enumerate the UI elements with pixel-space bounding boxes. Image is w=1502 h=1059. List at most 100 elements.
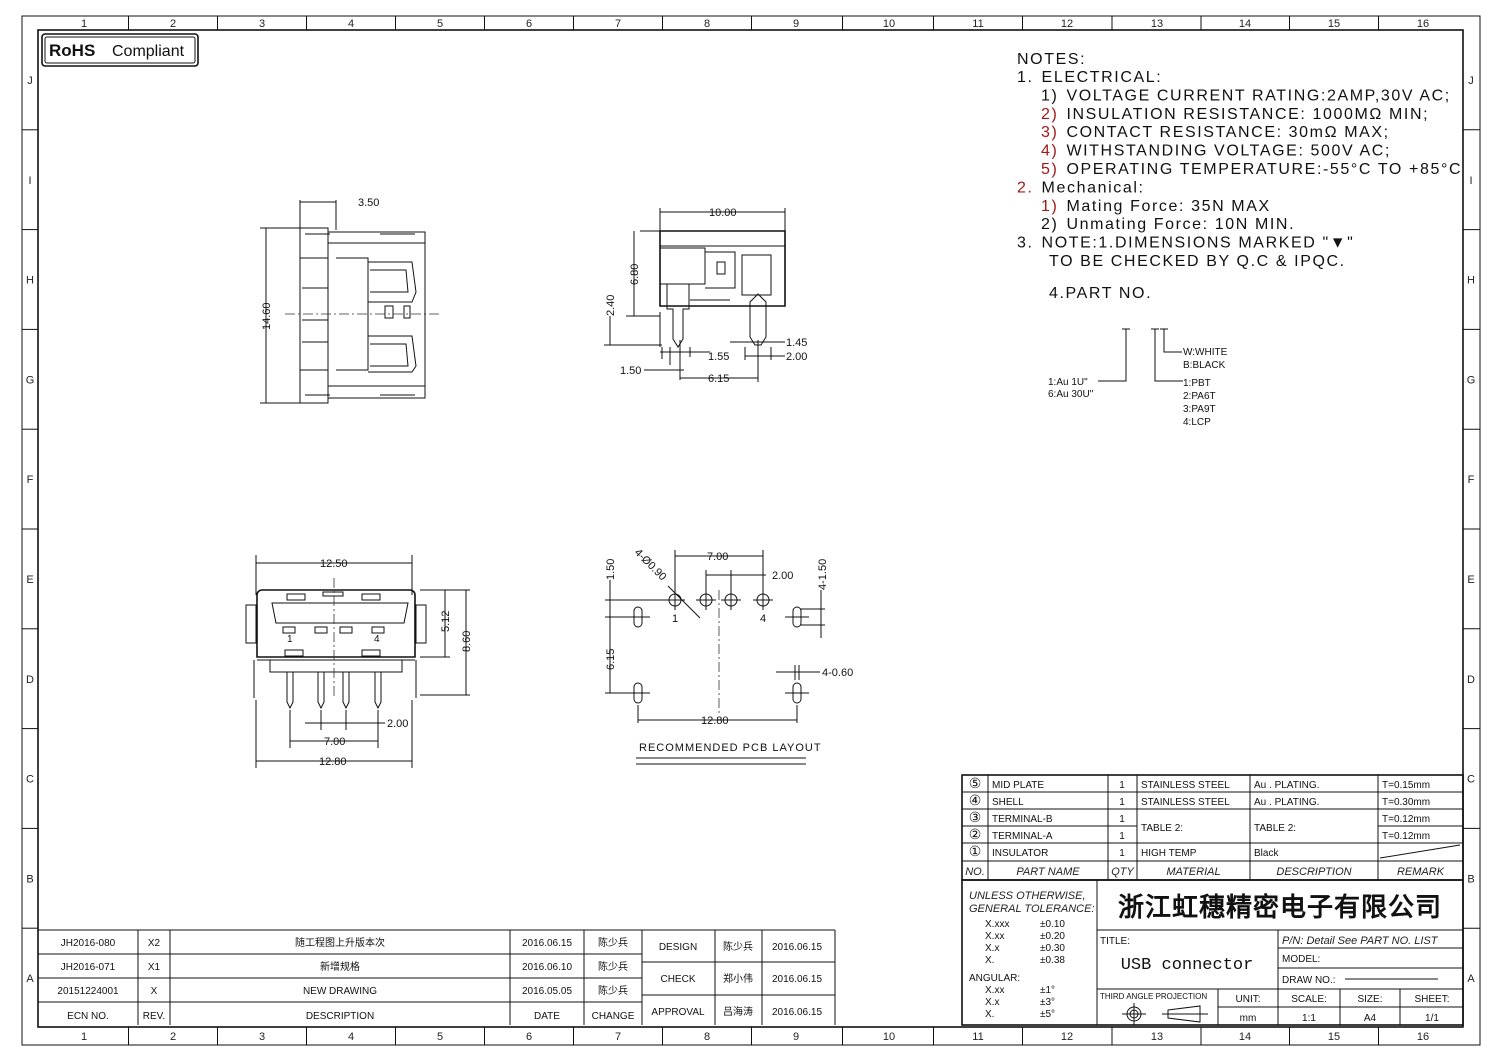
bom-cell: T=0.12mm bbox=[1382, 814, 1430, 825]
zone-row-label: C bbox=[26, 774, 34, 786]
note-text: TO BE CHECKED BY Q.C & IPQC. bbox=[1049, 253, 1346, 270]
dim-label: 1.55 bbox=[708, 351, 729, 363]
bom-header: QTY bbox=[1111, 866, 1134, 878]
zone-row-label: C bbox=[1467, 774, 1475, 786]
revision-cell: 随工程图上升版本次 bbox=[295, 936, 385, 949]
signoff-role: APPROVAL bbox=[651, 1007, 705, 1018]
dim-label: 4-0.60 bbox=[822, 667, 853, 679]
pin-label: 4 bbox=[760, 613, 766, 625]
note-line: 1.ELECTRICAL: bbox=[1017, 69, 1162, 86]
note-line: 4) WITHSTANDING VOLTAGE: 500V AC; bbox=[1041, 143, 1391, 160]
dim-label: 12.80 bbox=[701, 715, 729, 727]
bom-header: REMARK bbox=[1397, 866, 1445, 878]
zone-row-label: J bbox=[1468, 75, 1474, 87]
color-option: B:BLACK bbox=[1183, 360, 1226, 371]
angular-value: ±3° bbox=[1040, 997, 1055, 1008]
notes: NOTES: 1.ELECTRICAL:1)VOLTAGE CURRENT RA… bbox=[1017, 51, 1461, 428]
zone-column-label: 7 bbox=[615, 18, 621, 30]
tolerance-value: ±0.30 bbox=[1040, 943, 1065, 954]
zone-row-label: A bbox=[1467, 973, 1475, 985]
material-option: 4:LCP bbox=[1183, 417, 1211, 428]
revision-cell: 新增规格 bbox=[320, 960, 360, 973]
draw-number-label: DRAW NO.: bbox=[1282, 975, 1336, 986]
tolerance-value: ±0.20 bbox=[1040, 931, 1065, 942]
revision-cell: 20151224001 bbox=[57, 986, 119, 997]
signoff-role: DESIGN bbox=[659, 942, 697, 953]
rohs-badge: RoHS Compliant bbox=[41, 33, 199, 67]
tolerance-heading: UNLESS OTHERWISE, bbox=[969, 890, 1086, 902]
size-label: SIZE: bbox=[1357, 994, 1382, 1005]
material-option: 3:PA9T bbox=[1183, 404, 1216, 415]
signoff-date: 2016.06.15 bbox=[772, 1007, 822, 1018]
zone-column-label: 12 bbox=[1061, 1031, 1073, 1043]
bom-cell: T=0.30mm bbox=[1382, 797, 1430, 808]
bom-cell: T=0.15mm bbox=[1382, 780, 1430, 791]
zone-column-label: 1 bbox=[81, 18, 87, 30]
angular-value: ±5° bbox=[1040, 1009, 1055, 1020]
revision-cell: 2016.05.05 bbox=[522, 986, 572, 997]
zone-column-label: 7 bbox=[615, 1031, 621, 1043]
dim-label: 7.00 bbox=[707, 551, 728, 563]
dim-label: 12.50 bbox=[320, 558, 348, 570]
dim-label: 1.50 bbox=[620, 365, 641, 377]
zone-column-label: 15 bbox=[1328, 1031, 1340, 1043]
note-text: 4.PART NO. bbox=[1049, 285, 1152, 302]
pin-label: 4 bbox=[374, 634, 380, 645]
note-text: Mating Force: 35N MAX bbox=[1066, 198, 1270, 215]
rohs-compliant-label: Compliant bbox=[112, 43, 185, 60]
sheet-label: SHEET: bbox=[1414, 994, 1449, 1005]
dim-label: 8.60 bbox=[461, 631, 473, 652]
bom-cell: TERMINAL-B bbox=[992, 814, 1053, 825]
pcb-layout-view: 7.00 2.00 4-Ø0.90 1.50 6.15 4-1.50 4-0.6… bbox=[605, 547, 853, 765]
scale-label: SCALE: bbox=[1291, 994, 1327, 1005]
projection-symbol-cone bbox=[1162, 1005, 1208, 1023]
revision-cell: JH2016-080 bbox=[61, 938, 116, 949]
note-line: 3.NOTE:1.DIMENSIONS MARKED "▼" bbox=[1017, 235, 1354, 252]
revision-cell: X bbox=[151, 986, 158, 997]
revision-header: REV. bbox=[143, 1011, 165, 1022]
zone-row-label: B bbox=[26, 873, 33, 885]
bom-cell: T=0.12mm bbox=[1382, 831, 1430, 842]
zone-column-label: 13 bbox=[1151, 18, 1163, 30]
revision-cell: 2016.06.10 bbox=[522, 962, 572, 973]
revision-cell: 陈少兵 bbox=[598, 984, 628, 997]
projection-label: THIRD ANGLE PROJECTION bbox=[1100, 992, 1207, 1001]
revision-header: CHANGE bbox=[592, 1011, 635, 1022]
dim-label: 6.80 bbox=[629, 264, 641, 285]
zone-row-label: G bbox=[26, 374, 35, 386]
zone-row-label: E bbox=[26, 574, 33, 586]
note-text: VOLTAGE CURRENT RATING:2AMP,30V AC; bbox=[1066, 87, 1450, 104]
bom-cell: ⑤ bbox=[969, 775, 982, 791]
bom-header: NO. bbox=[965, 866, 985, 878]
note-number: 1) bbox=[1041, 198, 1058, 215]
divider bbox=[1379, 844, 1461, 859]
bom-cell: 1 bbox=[1119, 831, 1125, 842]
tolerance-precision: X.xx bbox=[985, 931, 1004, 942]
zone-column-label: 8 bbox=[704, 1031, 710, 1043]
note-text: WITHSTANDING VOLTAGE: 500V AC; bbox=[1066, 143, 1391, 160]
note-number: 4) bbox=[1041, 143, 1058, 160]
zone-column-label: 9 bbox=[793, 1031, 799, 1043]
note-text: CONTACT RESISTANCE: 30mΩ MAX; bbox=[1066, 124, 1389, 141]
zone-row-label: D bbox=[26, 674, 34, 686]
dim-label: 2.00 bbox=[387, 718, 408, 730]
zone-column-label: 3 bbox=[259, 18, 265, 30]
dim-label: 2.00 bbox=[786, 351, 807, 363]
revision-header: DATE bbox=[534, 1011, 560, 1022]
zone-column-label: 6 bbox=[526, 18, 532, 30]
note-line: TO BE CHECKED BY Q.C & IPQC. bbox=[1049, 253, 1346, 270]
zone-column-label: 11 bbox=[972, 18, 983, 30]
dim-label: 12.80 bbox=[319, 756, 347, 768]
note-line: 2)Unmating Force: 10N MIN. bbox=[1041, 216, 1295, 233]
bom-cell: ① bbox=[969, 843, 982, 859]
zone-column-label: 14 bbox=[1239, 18, 1251, 30]
dim-label: 14.60 bbox=[261, 302, 273, 330]
revision-header: DESCRIPTION bbox=[306, 1011, 374, 1022]
zone-row-label: E bbox=[1467, 574, 1474, 586]
zone-markers: 1122334455667788991010111112121313141415… bbox=[22, 16, 1480, 1045]
revision-cell: X2 bbox=[148, 938, 161, 949]
company-name: 浙江虹穗精密电子有限公司 bbox=[1118, 892, 1442, 922]
